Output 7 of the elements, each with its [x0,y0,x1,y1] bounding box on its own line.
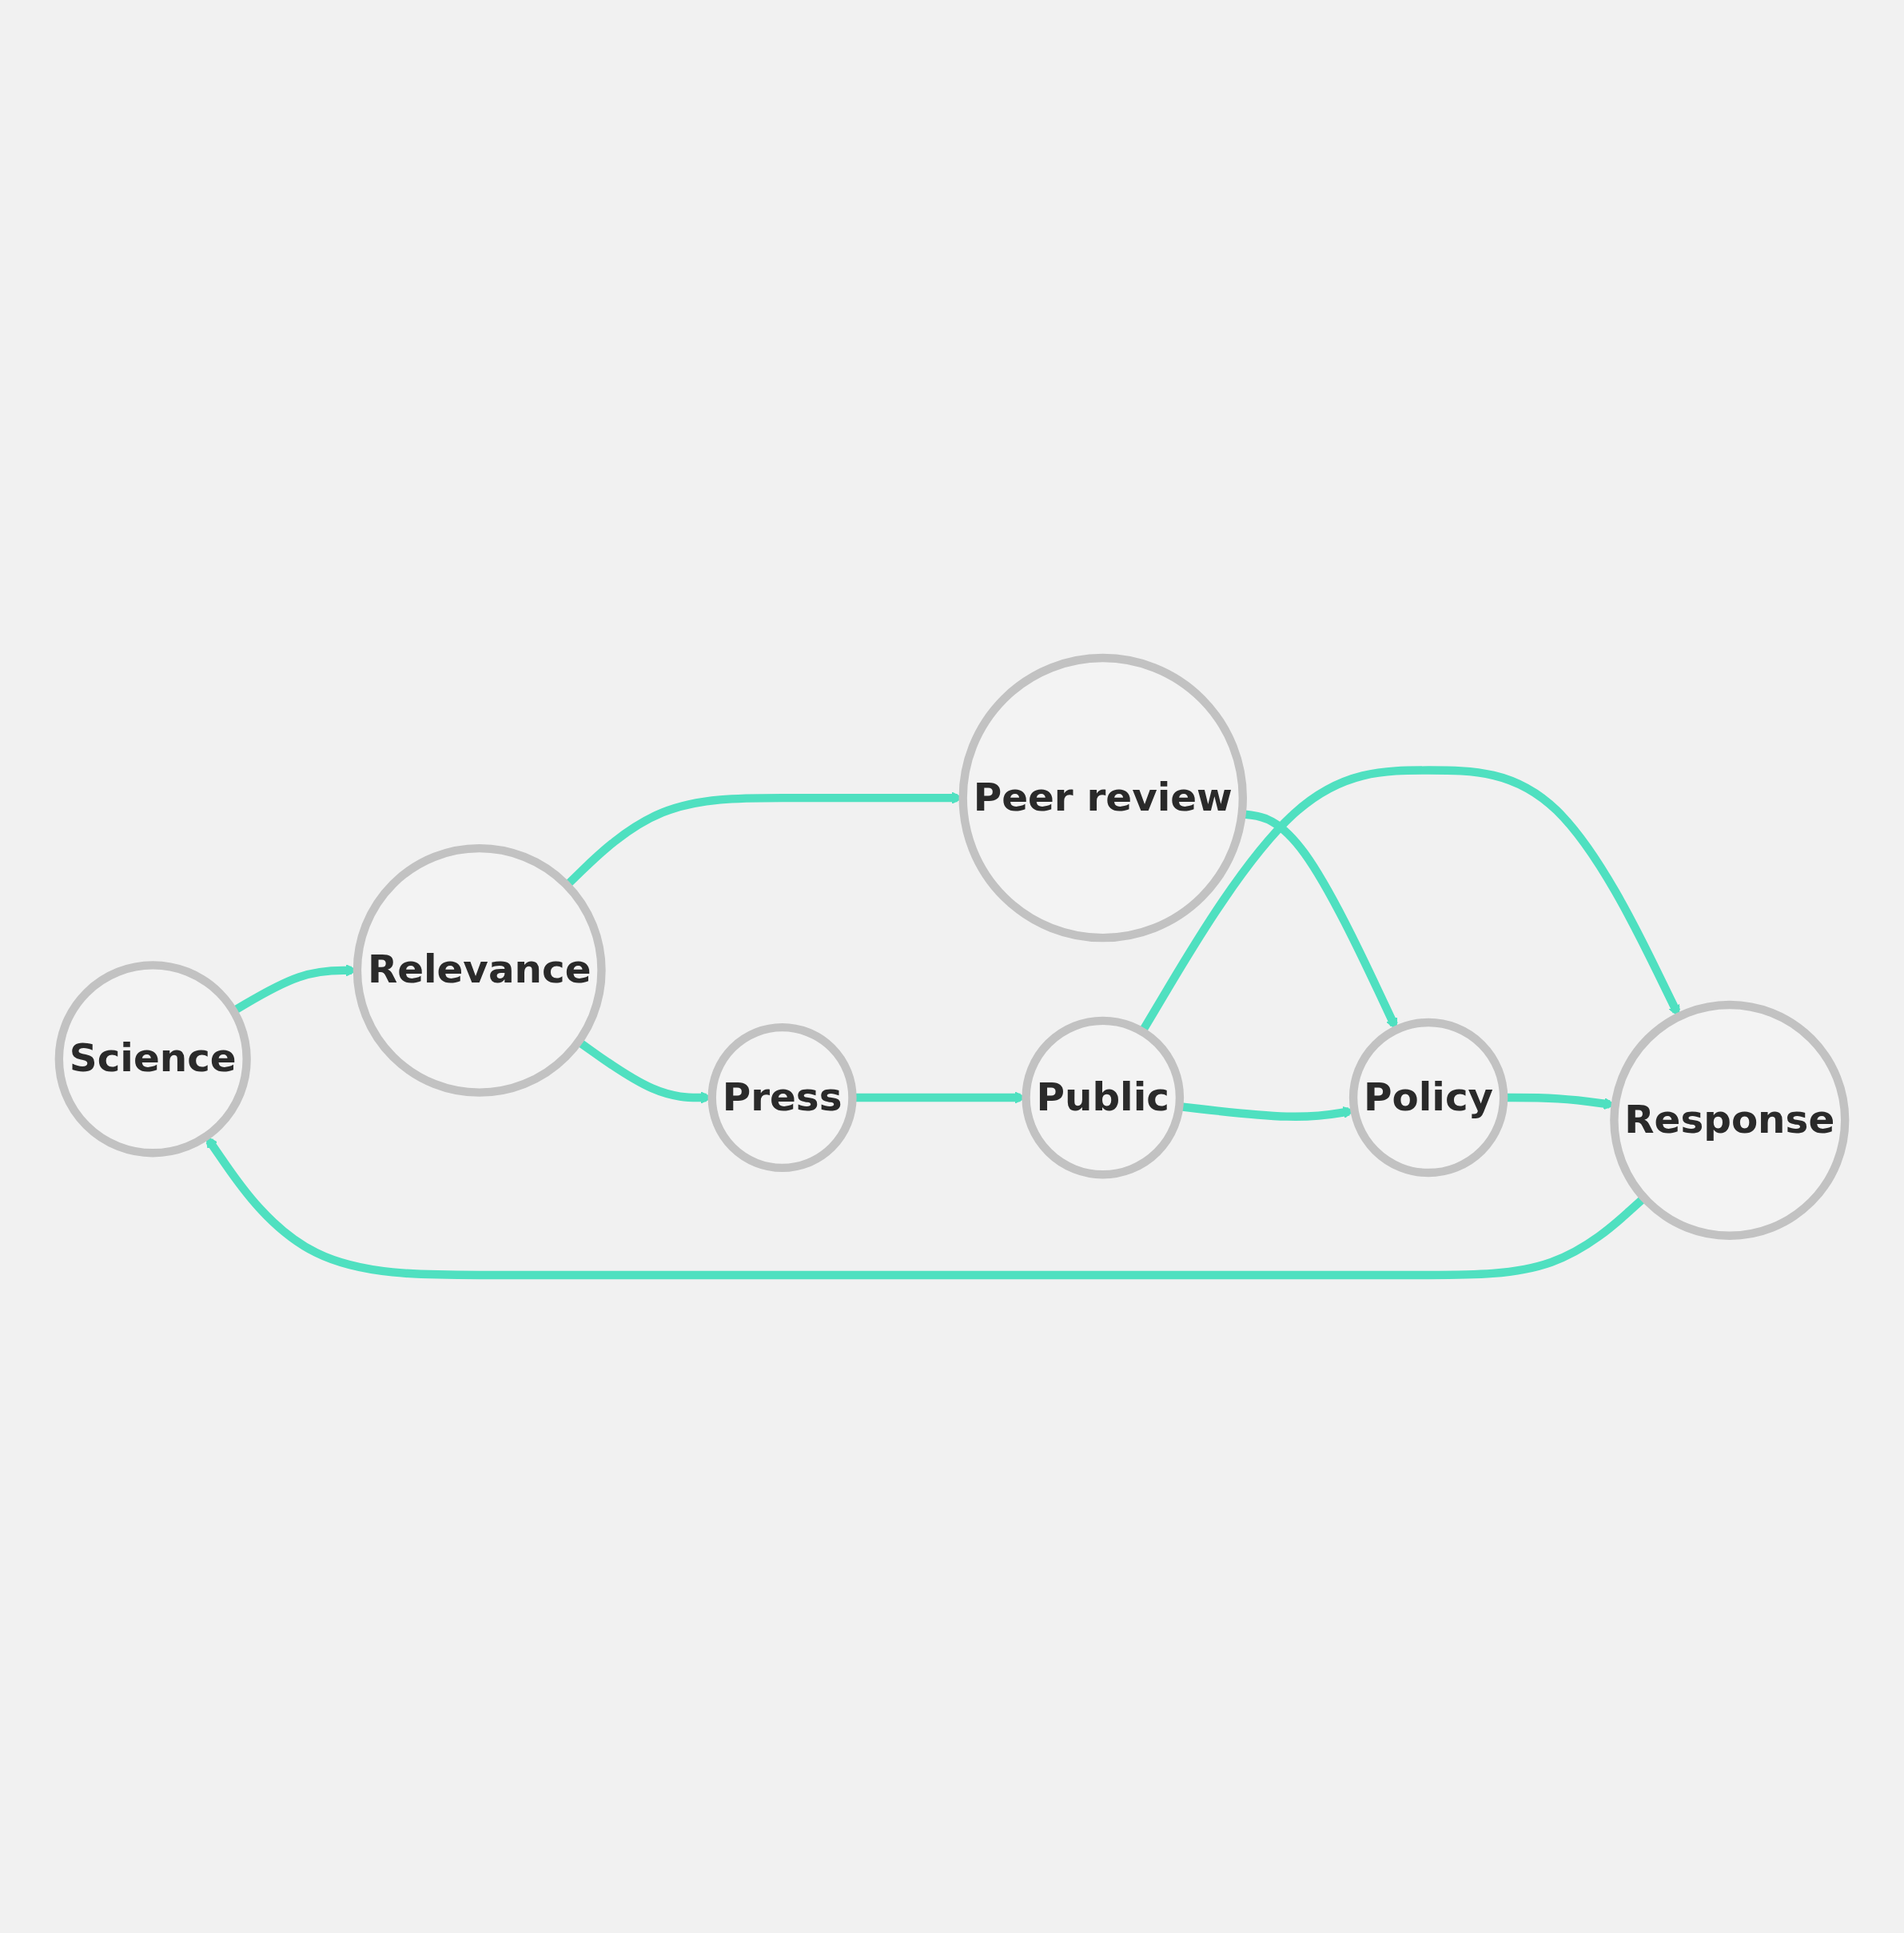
node-circle: Public [1022,1016,1185,1179]
node-circle: Press [707,1023,857,1173]
node-circle: Relevance [353,843,606,1097]
node-circle: Science [54,961,251,1158]
node-circle: Peer review [958,653,1247,943]
node-circle: Response [1610,1000,1850,1240]
node-circle: Policy [1348,1018,1508,1178]
